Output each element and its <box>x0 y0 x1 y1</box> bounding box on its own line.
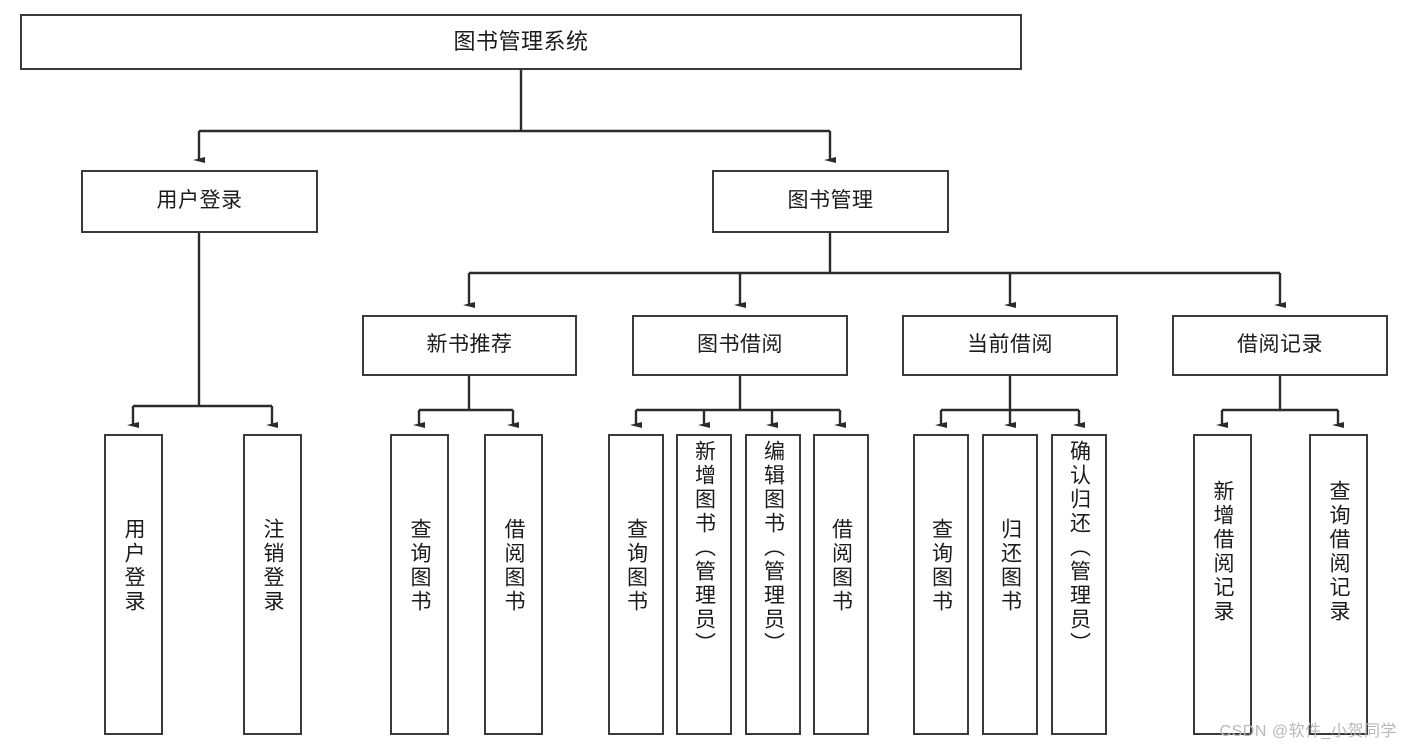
node-label: 用户登录 <box>122 518 145 614</box>
node-leaf-borrow-book-recommend[interactable]: 借阅图书 <box>484 434 543 735</box>
node-label: 查询借阅记录 <box>1327 480 1350 624</box>
node-leaf-logout-login[interactable]: 注销登录 <box>243 434 302 735</box>
node-leaf-query-book-current[interactable]: 查询图书 <box>913 434 969 735</box>
node-book-borrow[interactable]: 图书借阅 <box>632 315 848 376</box>
node-label: 新增图书（管理员） <box>692 440 716 656</box>
node-new-book-recommend[interactable]: 新书推荐 <box>362 315 577 376</box>
node-label: 借阅记录 <box>1237 333 1323 357</box>
node-leaf-return-book[interactable]: 归还图书 <box>982 434 1038 735</box>
node-label: 当前借阅 <box>967 333 1053 357</box>
node-leaf-query-borrow-record[interactable]: 查询借阅记录 <box>1309 434 1368 735</box>
node-leaf-edit-book[interactable]: 编辑图书（管理员） <box>745 434 801 735</box>
node-label: 新增借阅记录 <box>1211 480 1234 624</box>
node-borrow-record[interactable]: 借阅记录 <box>1172 315 1388 376</box>
node-label: 确认归还（管理员） <box>1067 440 1091 656</box>
node-label: 新书推荐 <box>426 333 513 357</box>
node-leaf-borrow-book-borrow[interactable]: 借阅图书 <box>813 434 869 735</box>
csdn-watermark: CSDN @软件_小贺同学 <box>1219 723 1397 740</box>
node-label: 图书管理系统 <box>453 29 589 55</box>
node-leaf-query-book-borrow[interactable]: 查询图书 <box>608 434 664 735</box>
node-book-management[interactable]: 图书管理 <box>712 170 949 233</box>
node-label: 图书借阅 <box>697 333 783 357</box>
node-label: 查询图书 <box>624 518 648 614</box>
node-leaf-add-book[interactable]: 新增图书（管理员） <box>676 434 732 735</box>
node-leaf-user-login[interactable]: 用户登录 <box>104 434 163 735</box>
node-label: 查询图书 <box>408 518 431 614</box>
node-leaf-query-book-recommend[interactable]: 查询图书 <box>390 434 449 735</box>
node-leaf-add-borrow-record[interactable]: 新增借阅记录 <box>1193 434 1252 735</box>
node-label: 注销登录 <box>261 518 284 614</box>
node-label: 借阅图书 <box>829 518 853 614</box>
node-current-borrow[interactable]: 当前借阅 <box>902 315 1118 376</box>
node-label: 查询图书 <box>929 518 953 614</box>
node-leaf-confirm-return[interactable]: 确认归还（管理员） <box>1051 434 1107 735</box>
node-label: 编辑图书（管理员） <box>761 440 785 656</box>
node-label: 图书管理 <box>787 189 874 213</box>
node-root-book-management-system[interactable]: 图书管理系统 <box>20 14 1022 70</box>
node-label: 用户登录 <box>156 189 243 213</box>
node-user-login[interactable]: 用户登录 <box>81 170 318 233</box>
node-label: 借阅图书 <box>502 518 525 614</box>
node-label: 归还图书 <box>998 518 1022 614</box>
